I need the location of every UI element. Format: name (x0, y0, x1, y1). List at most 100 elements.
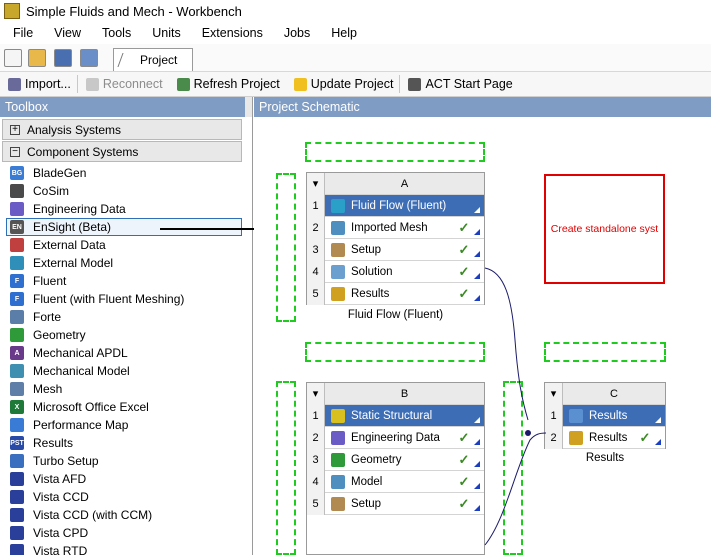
toolbox-item-label: Vista CCD (with CCM) (33, 508, 153, 522)
system-header-row[interactable]: ▾C (545, 382, 665, 405)
system-column-letter: A (400, 177, 409, 190)
status-check-icon: ✓ (458, 263, 470, 279)
menu-jobs[interactable]: Jobs (283, 26, 311, 40)
component-systems-section[interactable]: − Component Systems (2, 141, 242, 162)
results-icon: PST (10, 436, 24, 450)
create-standalone-system-target[interactable]: Create standalone syst (544, 174, 665, 284)
results-system-icon (569, 408, 583, 423)
expand-icon: + (10, 124, 20, 135)
menu-units[interactable]: Units (152, 26, 181, 40)
system-menu-arrow-icon[interactable]: ▾ (307, 382, 325, 405)
cell-label: Geometry (351, 453, 402, 466)
geometry-icon (331, 452, 345, 467)
act-grid-icon (408, 77, 422, 91)
toolbox-item[interactable]: Vista CCD (0, 488, 252, 506)
cell-label: Imported Mesh (351, 221, 428, 234)
toolbox-item[interactable]: Mechanical Model (0, 362, 252, 380)
system-menu-arrow-icon[interactable]: ▾ (307, 172, 325, 195)
toolbox-item[interactable]: Forte (0, 308, 252, 326)
import-button[interactable]: Import... (0, 72, 77, 97)
status-check-icon: ✓ (458, 429, 470, 445)
toolbox-item[interactable]: External Model (0, 254, 252, 272)
save-project-icon[interactable] (54, 49, 72, 67)
update-project-button[interactable]: Update Project (286, 72, 400, 97)
toolbox-item[interactable]: CoSim (0, 182, 252, 200)
new-project-icon[interactable] (4, 49, 22, 67)
drop-target-top-a[interactable] (305, 142, 485, 162)
menu-bar: File View Tools Units Extensions Jobs He… (0, 22, 711, 44)
toolbox-item[interactable]: External Data (0, 236, 252, 254)
menu-file[interactable]: File (13, 26, 34, 40)
drop-target-left-a[interactable] (276, 173, 296, 322)
toolbox-item-label: Turbo Setup (33, 454, 99, 468)
toolbox-item[interactable]: Vista RTD (0, 542, 252, 555)
toolbox-header: Toolbox (0, 97, 252, 117)
menu-tools[interactable]: Tools (102, 26, 132, 40)
toolbox-item[interactable]: Vista CCD (with CCM) (0, 506, 252, 524)
toolbox-item[interactable]: Vista CPD (0, 524, 252, 542)
reconnect-button[interactable]: Reconnect (78, 72, 169, 97)
toolbox-item-label: Mesh (33, 382, 63, 396)
menu-view[interactable]: View (54, 26, 82, 40)
save-as-icon[interactable] (80, 49, 98, 67)
menu-help[interactable]: Help (331, 26, 357, 40)
row-number: 4 (307, 260, 325, 283)
toolbox-item-label: Performance Map (33, 418, 129, 432)
toolbox-item[interactable]: Geometry (0, 326, 252, 344)
act-start-page-button[interactable]: ACT Start Page (400, 72, 518, 97)
fluent-system-icon (331, 198, 345, 213)
toolbox-item[interactable]: Turbo Setup (0, 452, 252, 470)
cell-corner-icon (655, 439, 661, 445)
refresh-project-button[interactable]: Refresh Project (169, 72, 286, 97)
setup-icon (331, 496, 345, 511)
tab-project[interactable]: Project (113, 48, 193, 71)
drop-target-top-c[interactable] (544, 342, 666, 362)
toolbox-item[interactable]: Engineering Data (0, 200, 252, 218)
system-header-row[interactable]: ▾A (307, 172, 484, 195)
row-number: 1 (545, 404, 563, 427)
selection-highlight (6, 218, 242, 236)
toolbox-item[interactable]: Vista AFD (0, 470, 252, 488)
open-project-icon[interactable] (28, 49, 46, 67)
drop-target-right-b[interactable] (503, 381, 523, 555)
component-systems-label: Component Systems (27, 144, 139, 159)
toolbox-item[interactable]: Performance Map (0, 416, 252, 434)
drop-target-top-b[interactable] (305, 342, 485, 362)
drop-target-left-b[interactable] (276, 381, 296, 555)
system-menu-arrow-icon[interactable]: ▾ (545, 382, 563, 405)
cell-corner-icon (474, 229, 480, 235)
analysis-systems-section[interactable]: + Analysis Systems (2, 119, 242, 140)
row-number: 3 (307, 238, 325, 261)
results-icon (331, 286, 345, 301)
model-icon (331, 474, 345, 489)
toolbar-separator (76, 75, 78, 93)
turbo-setup-icon (10, 454, 24, 468)
toolbox-item[interactable]: Mesh (0, 380, 252, 398)
toolbox-item-label: Mechanical Model (33, 364, 130, 378)
cell-corner-icon (474, 207, 480, 213)
system-header-row[interactable]: ▾B (307, 382, 484, 405)
menu-extensions[interactable]: Extensions (201, 26, 263, 40)
